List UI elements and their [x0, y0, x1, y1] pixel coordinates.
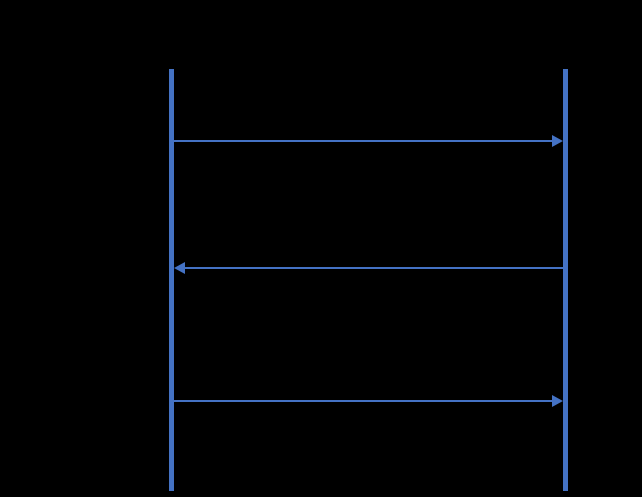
message-arrow-1-arrowhead: [551, 135, 563, 147]
message-arrow-3-arrowhead: [551, 395, 563, 407]
lifeline-right: [562, 69, 568, 491]
lifeline-left: [168, 69, 174, 491]
message-arrow-2: [184, 267, 563, 269]
message-arrow-2-arrowhead: [173, 262, 185, 274]
message-arrow-1: [173, 140, 552, 142]
message-arrow-3: [173, 400, 552, 402]
